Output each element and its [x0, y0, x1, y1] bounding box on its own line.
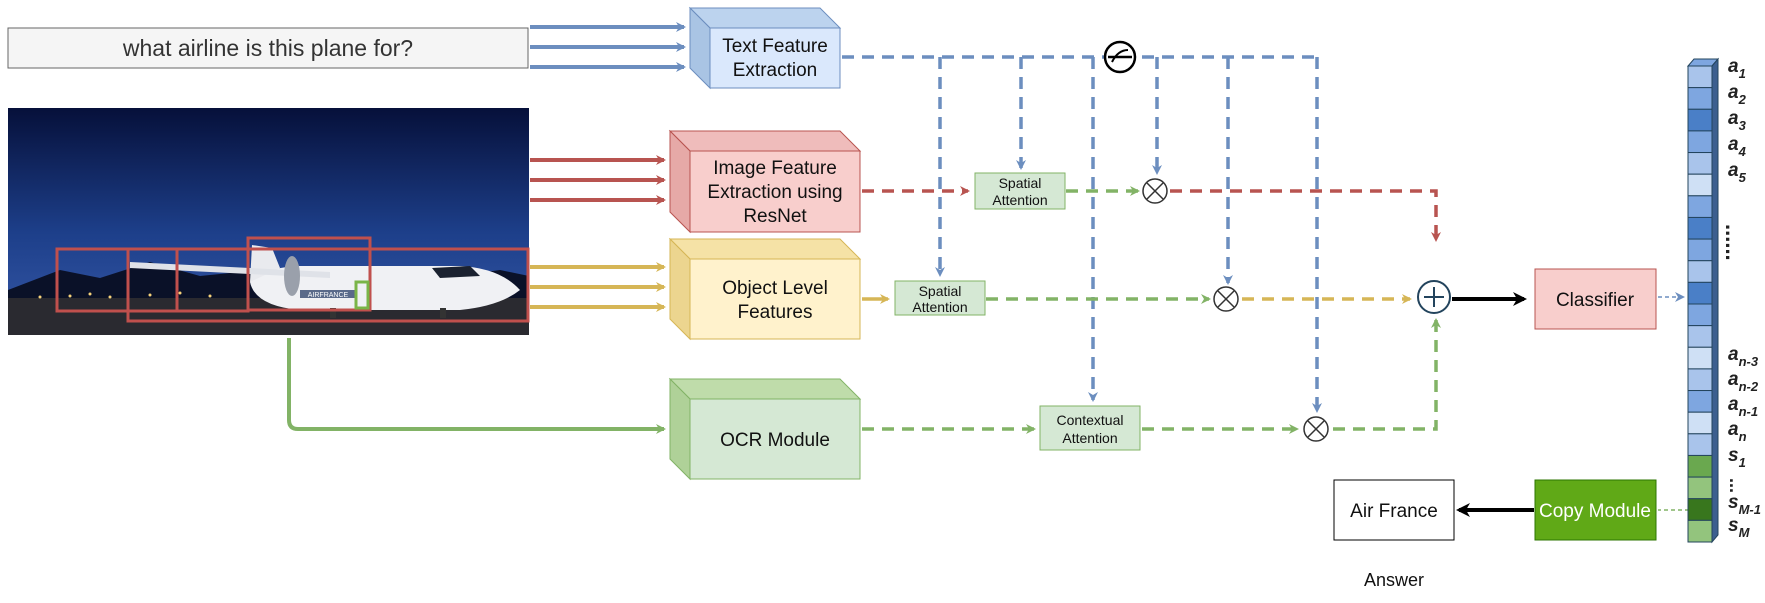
answer-box: Air France	[1333, 479, 1455, 541]
ocr-token-label: sM-1	[1728, 492, 1761, 517]
vocab-cell	[1687, 152, 1713, 175]
answer-value: Air France	[1350, 501, 1438, 522]
answer-token-label: a5	[1728, 160, 1747, 185]
image-to-resnet-arrows	[530, 155, 666, 205]
vocab-cell	[1687, 368, 1713, 392]
vocab-cell	[1687, 411, 1713, 435]
object-detection-boxes	[55, 236, 530, 323]
contextual-attention: Contextual Attention	[1039, 405, 1141, 451]
image-feature-label-line1: Image Feature	[713, 158, 837, 179]
spatial-attention-top: Spatial Attention	[974, 172, 1066, 210]
text-feature-label-line1: Text Feature	[722, 36, 828, 57]
ocr-detection-box	[354, 280, 370, 310]
contextual-attention-line1: Contextual	[1057, 412, 1124, 428]
classifier-label: Classifier	[1556, 290, 1635, 311]
text-feature-extraction-box: Text Feature Extraction	[688, 6, 842, 90]
answer-token-label: a1	[1728, 56, 1746, 81]
ocr-token-text: AIRFRANCE	[308, 292, 349, 299]
vocab-cell	[1687, 498, 1713, 521]
vocab-cell	[1687, 303, 1713, 327]
image-to-ocr-arrow	[287, 338, 666, 434]
vocab-cell	[1687, 454, 1713, 478]
text-feature-label-line2: Extraction	[733, 60, 817, 81]
vocab-cell	[1687, 216, 1713, 240]
copy-module-box: Copy Module	[1534, 479, 1657, 541]
vocab-ellipsis-vertical: ......	[1721, 224, 1746, 261]
airplane: AIRFRANCE	[130, 245, 520, 318]
answer-token-label: an-3	[1728, 344, 1759, 369]
question-text: what airline is this plane for?	[122, 35, 413, 61]
spatial-attention-mid: Spatial Attention	[894, 280, 986, 316]
answer-token-label: an	[1728, 419, 1747, 444]
vocab-vector	[1686, 57, 1720, 544]
vocab-cell	[1687, 173, 1713, 197]
multiply-icon-mid	[1213, 286, 1239, 312]
multiply-icon-bottom	[1303, 416, 1329, 442]
vocab-ellipsis-short: ...	[1726, 478, 1746, 493]
spatial-attention-top-line2: Attention	[992, 192, 1047, 208]
answer-token-label: a2	[1728, 82, 1747, 107]
vocab-cell	[1687, 238, 1713, 262]
sigmoid-icon	[1103, 40, 1137, 74]
image-to-object-arrows	[530, 262, 666, 312]
image-feature-label-line2: Extraction using	[707, 182, 842, 203]
multiply-icon-top	[1142, 178, 1168, 204]
spatial-attention-top-line1: Spatial	[999, 175, 1042, 191]
ocr-module-label: OCR Module	[720, 430, 830, 451]
mul-bottom-to-sum-arrow	[1333, 318, 1441, 431]
image-feature-label-line3: ResNet	[743, 206, 807, 227]
mul-top-to-sum-arrow	[1170, 189, 1441, 242]
text-feature-dashed-routes	[842, 55, 1322, 413]
vocab-cell	[1687, 65, 1713, 89]
object-level-features-box: Object Level Features	[668, 237, 862, 341]
vocab-cell	[1687, 281, 1713, 305]
classifier-box: Classifier	[1534, 268, 1657, 330]
input-image: AIRFRANCE	[8, 108, 530, 335]
ocr-module-box: OCR Module	[668, 377, 862, 481]
vocab-cell	[1687, 87, 1713, 110]
vocab-cell	[1687, 519, 1713, 543]
spatial-attention-mid-line2: Attention	[912, 299, 967, 315]
question-box: what airline is this plane for?	[7, 27, 529, 69]
vocab-cell	[1687, 195, 1713, 218]
copy-module-label: Copy Module	[1539, 501, 1651, 522]
sum-icon	[1417, 280, 1451, 314]
answer-token-label: a3	[1728, 108, 1747, 133]
ocr-token-label: sM	[1728, 515, 1751, 540]
answer-token-label: an-2	[1728, 369, 1759, 394]
ocr-token-label: s1	[1728, 445, 1746, 470]
vocab-cell	[1687, 433, 1713, 456]
vocab-cell	[1687, 476, 1713, 500]
vocab-cell	[1687, 325, 1713, 348]
spatial-attention-mid-line1: Spatial	[919, 283, 962, 299]
vocab-cell	[1687, 108, 1713, 132]
vocab-cell	[1687, 130, 1713, 154]
question-to-text-arrows	[530, 22, 686, 72]
answer-token-label: an-1	[1728, 394, 1758, 419]
vocab-cell	[1687, 260, 1713, 283]
object-level-label-line2: Features	[738, 302, 813, 323]
contextual-attention-line2: Attention	[1062, 430, 1117, 446]
vocab-cells	[1687, 65, 1713, 543]
answer-token-label: a4	[1728, 134, 1747, 159]
vocab-cell	[1687, 346, 1713, 370]
vocab-cell	[1687, 390, 1713, 413]
object-level-label-line1: Object Level	[722, 278, 828, 299]
image-feature-extraction-box: Image Feature Extraction using ResNet	[668, 129, 862, 234]
answer-caption: Answer	[1364, 570, 1424, 590]
